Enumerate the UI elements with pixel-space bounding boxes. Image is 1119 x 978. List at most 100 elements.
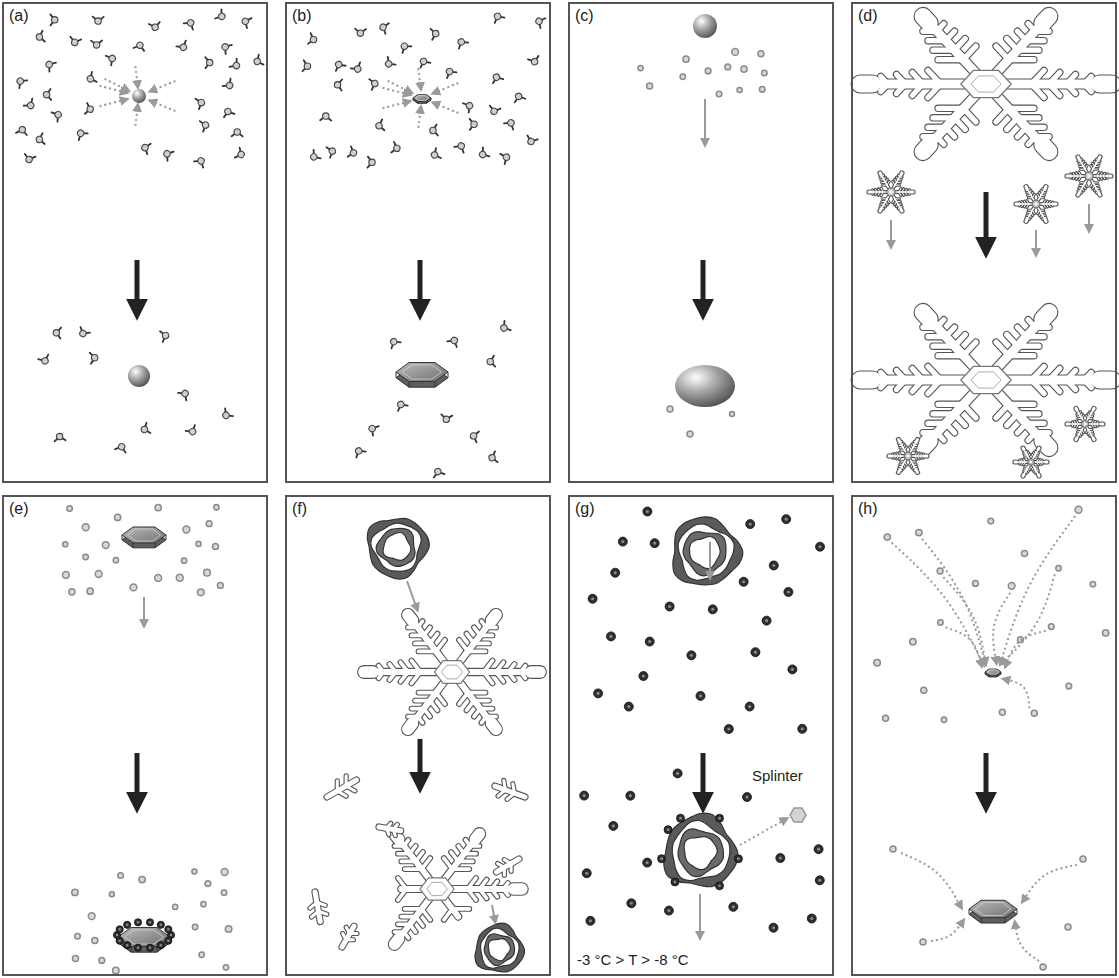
water-molecule [367,157,375,168]
illustration-part [1035,451,1036,453]
panel-illustration [860,16,1112,476]
illustration-part [672,820,730,880]
illustration-part [484,661,493,672]
illustration-part [880,177,882,178]
illustration-part [1099,193,1100,195]
illustration-part [995,390,1049,448]
illustration-part [464,852,476,856]
illustration-part [1074,408,1078,410]
cloud-droplet [921,687,927,693]
cloud-droplet [683,56,689,62]
illustration-part [395,834,431,881]
illustration-part [1085,165,1087,169]
supercooled-droplet [734,855,742,863]
illustration-part [398,889,407,900]
illustration-part [25,156,33,164]
illustration-part [71,38,79,46]
illustration-part [933,46,954,53]
illustration-part [1022,462,1023,464]
illustration-part [1032,464,1039,476]
illustration-part [897,177,899,180]
cloud-droplet [716,91,722,97]
illustration-part [1027,201,1029,204]
illustration-part [343,933,347,939]
supercooled-droplet [716,814,724,822]
illustration-part [905,447,907,450]
illustration-part [1043,441,1049,448]
illustration-part [908,190,909,192]
illustration-part [1031,70,1044,84]
cloud-droplet [67,506,73,512]
supercooled-droplet [746,520,755,529]
illustration-part [1026,187,1027,189]
illustration-part [1015,461,1029,463]
illustration-part [897,201,901,202]
illustration-part [1009,352,1034,359]
transfer-arrow [135,66,137,86]
transfer-arrow [1023,865,1077,901]
droplet-highlight [646,510,649,513]
illustration-part [880,173,889,189]
illustration-part [1076,176,1078,179]
illustration-part [881,84,888,91]
illustration-part [1009,353,1034,358]
illustration-part [346,786,355,791]
illustration-part [928,37,946,44]
droplet-highlight [160,924,163,927]
illustration-part [996,342,1009,356]
illustration-part [938,56,963,63]
illustration-part [1099,76,1112,93]
illustration-part [507,793,514,799]
illustration-part [451,852,458,861]
illustration-part [985,669,1001,675]
cloud-droplet [63,542,68,547]
supercooled-droplet [664,826,672,834]
illustration-part [933,114,954,121]
illustration-part [899,188,901,192]
illustration-part [535,17,544,26]
illustration-part [435,381,436,387]
illustration-part [492,73,500,81]
illustration-part [893,173,902,189]
illustration-part [915,453,917,456]
droplet-highlight [817,848,820,851]
supercooled-droplet [146,919,153,926]
transfer-arrow [740,819,786,845]
water-molecule [498,321,510,334]
supercooled-droplet [664,906,673,915]
cloud-droplet [176,574,183,581]
water-molecule [367,422,379,435]
water-molecule [43,89,51,100]
droplet-highlight [167,928,170,931]
illustration-part [946,423,955,432]
water-molecule [308,33,318,45]
transfer-arrow [383,88,409,95]
illustration-part [1078,157,1079,159]
cloud-droplet [192,869,197,874]
snowflake [1015,448,1047,476]
illustration-part [225,81,234,90]
illustration-part [457,142,466,151]
illustration-part [51,17,58,24]
illustration-part [1018,31,1027,40]
illustration-part [1045,220,1046,222]
illustration-part [860,374,967,385]
illustration-part [1067,371,1076,380]
illustration-part [1045,460,1047,463]
illustration-part [963,46,976,60]
droplet-highlight [690,654,693,657]
illustration-part [918,453,920,456]
illustration-part [336,781,339,791]
illustration-part [424,709,430,717]
illustration-part [918,456,920,459]
illustration-part [923,312,929,319]
illustration-part [1040,210,1044,211]
supercooled-droplet [762,616,771,625]
droplet-highlight [737,857,740,860]
illustration-part [1018,344,1039,349]
cloud-droplet [705,68,711,74]
cloud-droplet [201,902,206,907]
cloud-droplet [759,86,765,92]
cloud-droplet [1075,506,1082,513]
illustration-part [893,195,902,211]
